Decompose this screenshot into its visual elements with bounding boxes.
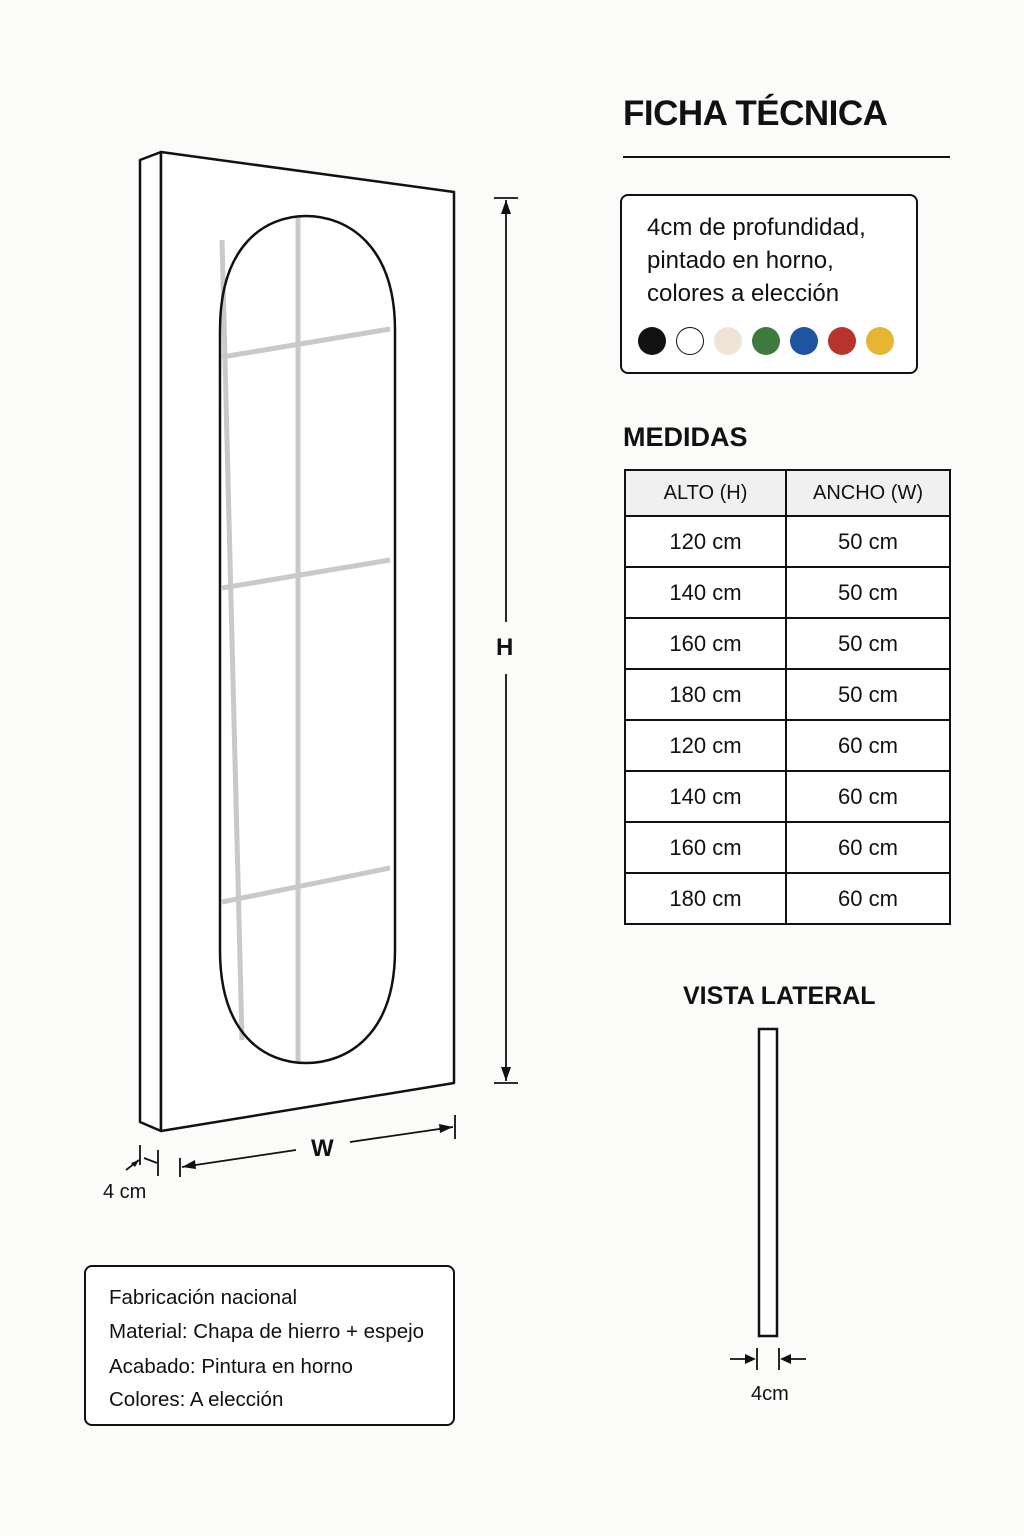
cell-alto: 120 cm bbox=[624, 719, 787, 772]
info-line-finish: Acabado: Pintura en horno bbox=[109, 1355, 353, 1378]
cell-ancho: 60 cm bbox=[785, 872, 951, 925]
cell-ancho: 50 cm bbox=[785, 617, 951, 670]
header-ancho: ANCHO (W) bbox=[785, 469, 951, 517]
spec-line-colors: colores a elección bbox=[647, 280, 840, 307]
cell-ancho: 60 cm bbox=[785, 821, 951, 874]
color-swatch bbox=[790, 327, 818, 355]
cell-ancho: 50 cm bbox=[785, 668, 951, 721]
header-alto: ALTO (H) bbox=[624, 469, 787, 517]
cell-ancho: 60 cm bbox=[785, 719, 951, 772]
color-swatch bbox=[714, 327, 742, 355]
spec-line-depth: 4cm de profundidad, bbox=[647, 214, 866, 241]
info-line-fabrication: Fabricación nacional bbox=[109, 1286, 298, 1309]
cell-ancho: 50 cm bbox=[785, 566, 951, 619]
cell-alto: 180 cm bbox=[624, 668, 787, 721]
color-swatch bbox=[752, 327, 780, 355]
cell-ancho: 50 cm bbox=[785, 515, 951, 568]
height-label: H bbox=[496, 634, 514, 661]
cell-alto: 180 cm bbox=[624, 872, 787, 925]
spec-line-paint: pintado en horno, bbox=[647, 247, 834, 274]
spec-box: 4cm de profundidad, pintado en horno, co… bbox=[620, 194, 918, 374]
side-depth-dimension bbox=[730, 1348, 806, 1370]
width-label: W bbox=[311, 1135, 334, 1162]
page-title: FICHA TÉCNICA bbox=[623, 94, 888, 133]
color-swatch bbox=[676, 327, 704, 355]
cell-alto: 160 cm bbox=[624, 821, 787, 874]
cell-alto: 140 cm bbox=[624, 566, 787, 619]
oval-mirror bbox=[218, 214, 397, 1065]
title-divider bbox=[623, 156, 950, 158]
side-view-title: VISTA LATERAL bbox=[683, 982, 876, 1010]
depth-label: 4 cm bbox=[103, 1181, 147, 1203]
frame-front-face bbox=[159, 150, 456, 1133]
cell-alto: 120 cm bbox=[624, 515, 787, 568]
cell-alto: 160 cm bbox=[624, 617, 787, 670]
color-swatches bbox=[638, 327, 894, 355]
table-header-row: ALTO (H) ANCHO (W) bbox=[624, 469, 951, 517]
width-dimension bbox=[179, 1115, 456, 1177]
cell-ancho: 60 cm bbox=[785, 770, 951, 823]
info-line-colors: Colores: A elección bbox=[109, 1388, 284, 1411]
height-dimension bbox=[494, 197, 518, 1084]
depth-dimension bbox=[125, 1145, 159, 1176]
cell-alto: 140 cm bbox=[624, 770, 787, 823]
color-swatch bbox=[638, 327, 666, 355]
info-line-material: Material: Chapa de hierro + espejo bbox=[109, 1320, 425, 1343]
side-depth-label: 4cm bbox=[751, 1383, 789, 1405]
side-view-bar bbox=[757, 1027, 779, 1338]
frame-side-face bbox=[138, 150, 163, 1133]
mirror-reflection-lines bbox=[219, 216, 391, 1062]
info-box: Fabricación nacional Material: Chapa de … bbox=[84, 1265, 455, 1426]
color-swatch bbox=[866, 327, 894, 355]
medidas-title: MEDIDAS bbox=[623, 422, 748, 452]
color-swatch bbox=[828, 327, 856, 355]
